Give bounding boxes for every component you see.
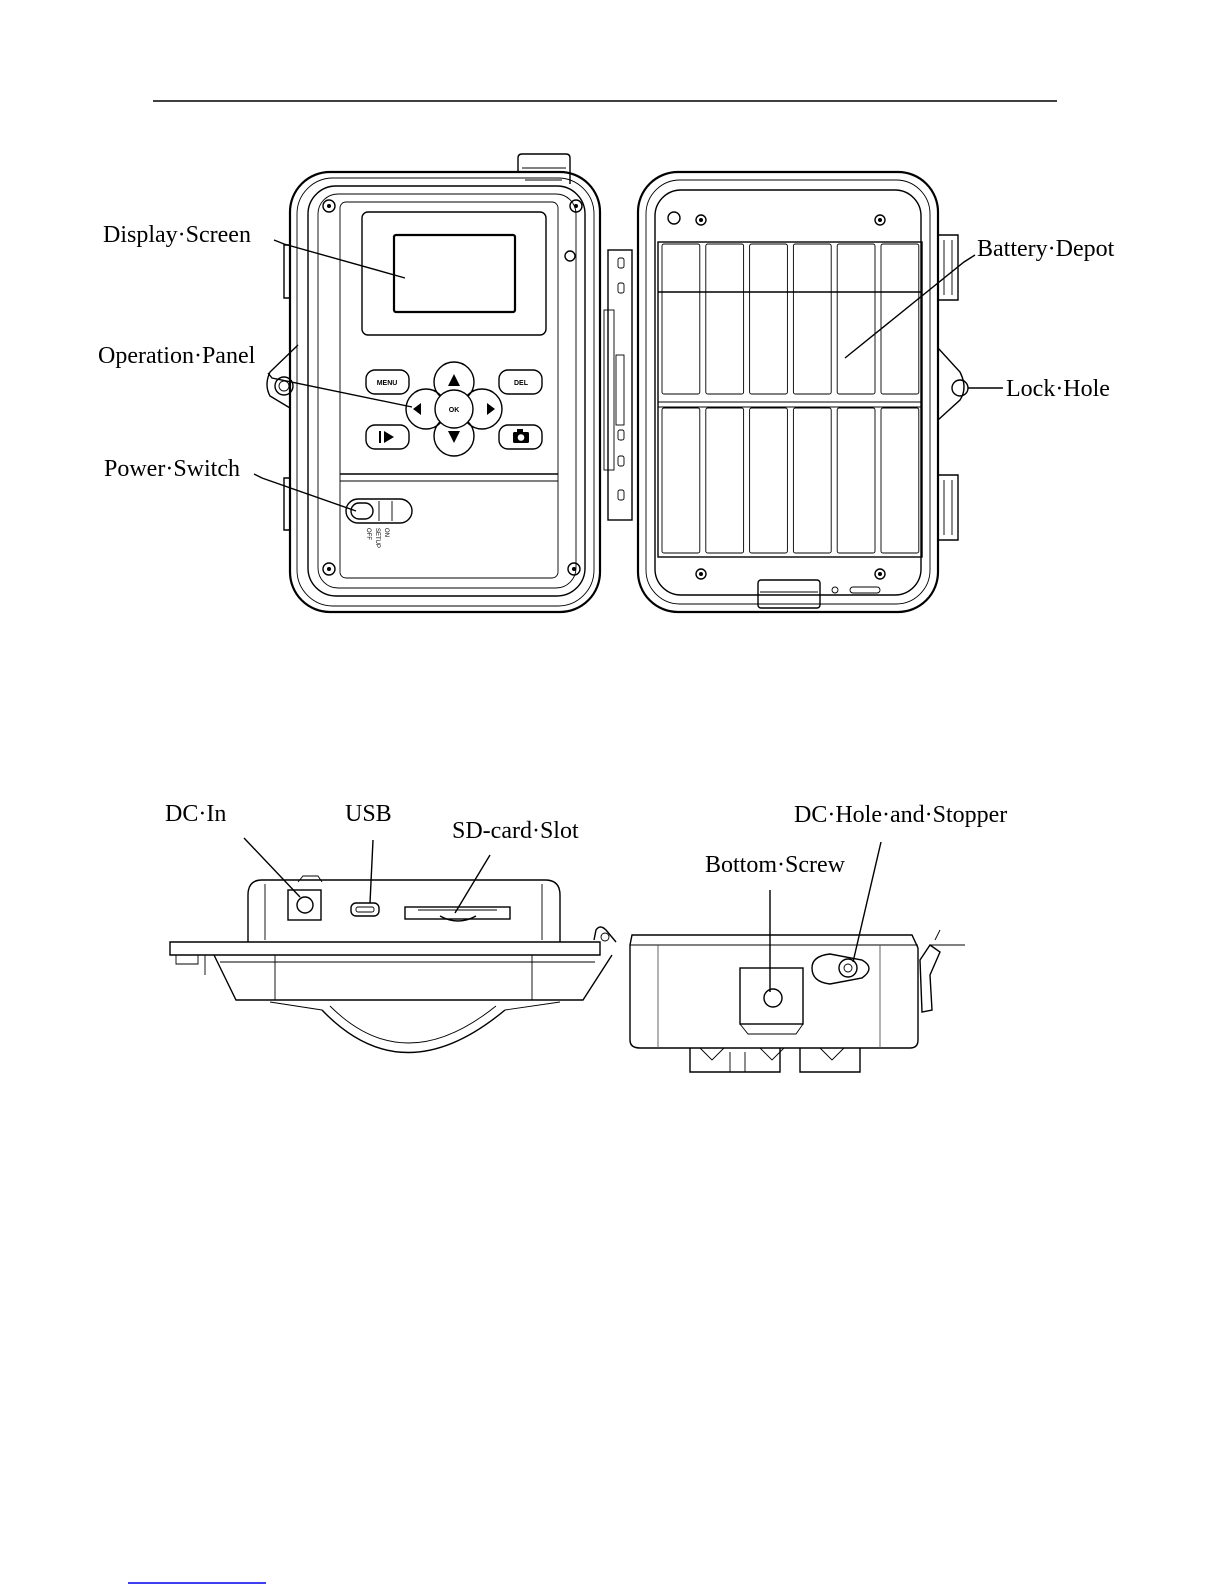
d-pad: OK xyxy=(406,362,502,456)
sensor-icon xyxy=(565,251,575,261)
side-latch-top xyxy=(938,235,958,300)
ok-button-label: OK xyxy=(449,407,460,414)
menu-button-label: MENU xyxy=(377,380,398,387)
shot-button[interactable] xyxy=(499,425,542,449)
switch-label-setup: SETUP xyxy=(374,528,380,548)
body-feet xyxy=(690,1048,860,1072)
operation-panel: MENU DEL xyxy=(366,362,542,456)
port-housing xyxy=(248,880,560,942)
hinge xyxy=(604,250,632,520)
bottom-screw xyxy=(764,989,782,1007)
top-clip xyxy=(518,154,570,184)
switch-label-on: ON xyxy=(383,528,389,537)
dc-hole-stopper xyxy=(812,954,869,984)
dc-in-port xyxy=(288,890,321,920)
power-switch[interactable]: OFF SETUP ON xyxy=(346,499,412,548)
dc-hole xyxy=(839,959,857,977)
battery-depot xyxy=(658,242,922,557)
usb-callout xyxy=(370,840,373,903)
camera-front-view: MENU DEL xyxy=(98,154,1115,612)
battery-slot xyxy=(881,244,919,394)
display-screen xyxy=(394,235,515,312)
dc-in-label: DC·In xyxy=(165,801,226,827)
front-cover-bottom xyxy=(170,876,616,1053)
lens-dome xyxy=(322,1010,505,1053)
sd-card-slot-label: SD-card·Slot xyxy=(452,818,579,844)
battery-slot xyxy=(662,244,700,394)
body-bottom-shell xyxy=(630,935,918,1048)
dc-hole-callout xyxy=(853,842,881,962)
display-screen-label: Display·Screen xyxy=(103,222,251,248)
camera-bottom-view: DC·In USB SD-card·Slot Bottom·Screw DC·H… xyxy=(165,801,1007,1072)
battery-slot xyxy=(881,408,919,553)
front-cover: MENU DEL xyxy=(267,154,600,612)
dc-in-callout xyxy=(244,838,300,897)
usb-port xyxy=(351,903,379,916)
lock-tab-right xyxy=(938,348,964,420)
lock-hole-label: Lock·Hole xyxy=(1006,376,1110,402)
switch-label-off: OFF xyxy=(365,528,371,540)
battery-slot xyxy=(750,408,788,553)
arrow-right-icon xyxy=(487,403,495,415)
operation-panel-label: Operation·Panel xyxy=(98,343,256,369)
battery-slot xyxy=(837,408,875,553)
lock-hole-icon xyxy=(952,380,968,396)
battery-slot xyxy=(662,408,700,553)
del-button[interactable]: DEL xyxy=(499,370,542,394)
cover-rim xyxy=(170,942,600,955)
power-switch-label: Power·Switch xyxy=(104,456,240,482)
side-latch xyxy=(920,945,940,1012)
playback-button[interactable] xyxy=(366,425,409,449)
battery-slot xyxy=(706,244,744,394)
hinge-knuckle xyxy=(594,927,616,942)
back-body-bottom xyxy=(630,930,965,1072)
side-latch-bottom xyxy=(938,475,958,540)
menu-button[interactable]: MENU xyxy=(366,370,409,394)
battery-slot xyxy=(793,244,831,394)
battery-depot-label: Battery·Depot xyxy=(977,236,1115,262)
back-hole-icon xyxy=(668,212,680,224)
battery-depot-callout xyxy=(845,255,975,358)
usb-label: USB xyxy=(345,801,392,827)
battery-slot xyxy=(706,408,744,553)
arrow-left-icon xyxy=(413,403,421,415)
battery-slot xyxy=(793,408,831,553)
bottom-screw-plate xyxy=(740,968,803,1024)
arrow-up-icon xyxy=(448,374,460,386)
bottom-screw-label: Bottom·Screw xyxy=(705,852,846,878)
arrow-down-icon xyxy=(448,431,460,443)
display-screen-callout xyxy=(274,240,405,278)
dc-hole-stopper-label: DC·Hole·and·Stopper xyxy=(794,802,1007,828)
battery-slot xyxy=(750,244,788,394)
play-icon xyxy=(384,431,394,443)
del-button-label: DEL xyxy=(514,380,529,387)
back-body-shell xyxy=(638,172,938,612)
sd-card-callout xyxy=(455,855,490,913)
back-body xyxy=(638,172,968,612)
power-switch-callout xyxy=(254,474,356,511)
battery-slot xyxy=(837,244,875,394)
